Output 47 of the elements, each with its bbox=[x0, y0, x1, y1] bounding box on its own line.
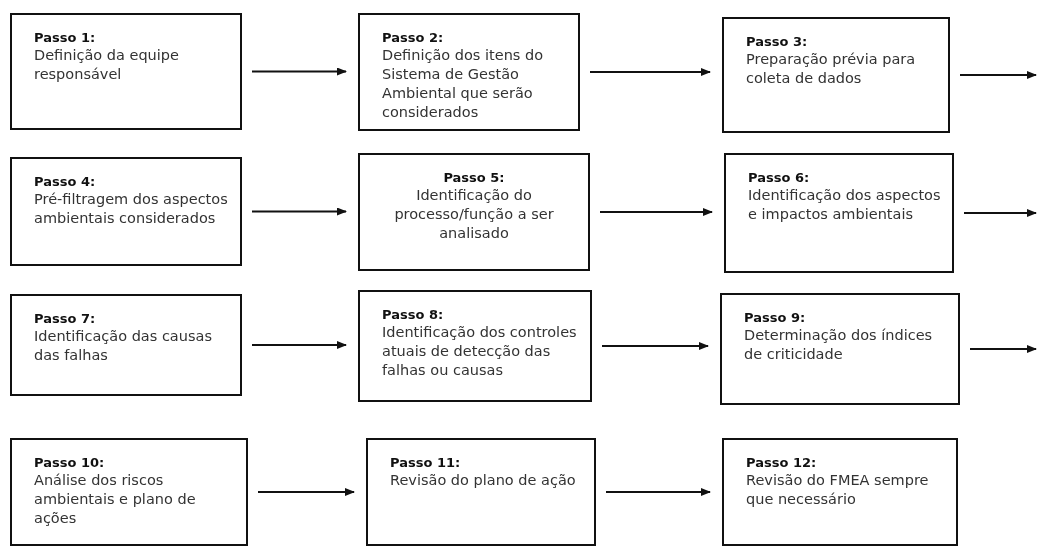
step-title: Passo 7: bbox=[34, 310, 97, 327]
step-box bbox=[358, 13, 580, 131]
arrow bbox=[969, 345, 1037, 353]
step-box bbox=[358, 290, 592, 402]
step-title: Passo 9: bbox=[744, 309, 807, 326]
step-box bbox=[10, 13, 242, 130]
arrow bbox=[601, 342, 709, 350]
step-description: Revisão do plano de ação bbox=[390, 471, 577, 490]
arrow bbox=[589, 68, 711, 76]
arrow bbox=[605, 488, 711, 496]
step-description: Identificação dos aspectos e impactos ambientais bbox=[748, 186, 942, 224]
step-box bbox=[720, 293, 960, 405]
arrow bbox=[251, 341, 347, 349]
step-title: Passo 3: bbox=[746, 33, 809, 50]
step-description: Identificação do processo/função a ser analisado bbox=[393, 186, 555, 243]
step-box bbox=[722, 17, 950, 133]
step-title: Passo 6: bbox=[748, 169, 811, 186]
step-title: Passo 12: bbox=[746, 454, 818, 471]
step-description: Revisão do FMEA sempre que necessário bbox=[746, 471, 930, 509]
arrow bbox=[257, 488, 355, 496]
step-description: Definição dos itens do Sistema de Gestão Ambiental que serão considerados bbox=[382, 46, 545, 122]
step-description: Identificação das causas das falhas bbox=[34, 327, 213, 365]
step-box bbox=[10, 157, 242, 266]
arrow bbox=[959, 71, 1037, 79]
step-box bbox=[358, 153, 590, 271]
arrow bbox=[599, 208, 713, 216]
step-box bbox=[10, 438, 248, 546]
step-title: Passo 2: bbox=[382, 29, 445, 46]
step-title: Passo 5: bbox=[442, 169, 506, 186]
step-title: Passo 1: bbox=[34, 29, 97, 46]
step-title: Passo 10: bbox=[34, 454, 106, 471]
arrow bbox=[251, 67, 347, 76]
step-description: Determinação dos índices de criticidade bbox=[744, 326, 934, 364]
step-description: Preparação prévia para coleta de dados bbox=[746, 50, 917, 88]
arrow bbox=[963, 209, 1037, 217]
step-box bbox=[10, 294, 242, 396]
step-title: Passo 11: bbox=[390, 454, 462, 471]
step-description: Pré-filtragem dos aspectos ambientais considerados bbox=[34, 190, 229, 228]
arrow bbox=[251, 207, 347, 216]
step-title: Passo 8: bbox=[382, 306, 445, 323]
step-description: Definição da equipe responsável bbox=[34, 46, 180, 84]
step-box bbox=[724, 153, 954, 273]
step-title: Passo 4: bbox=[34, 173, 97, 190]
step-box bbox=[722, 438, 958, 546]
step-description: Análise dos riscos ambientais e plano de ações bbox=[34, 471, 197, 528]
step-box bbox=[366, 438, 596, 546]
step-description: Identificação dos controles atuais de detecção das falhas ou causas bbox=[382, 323, 578, 380]
